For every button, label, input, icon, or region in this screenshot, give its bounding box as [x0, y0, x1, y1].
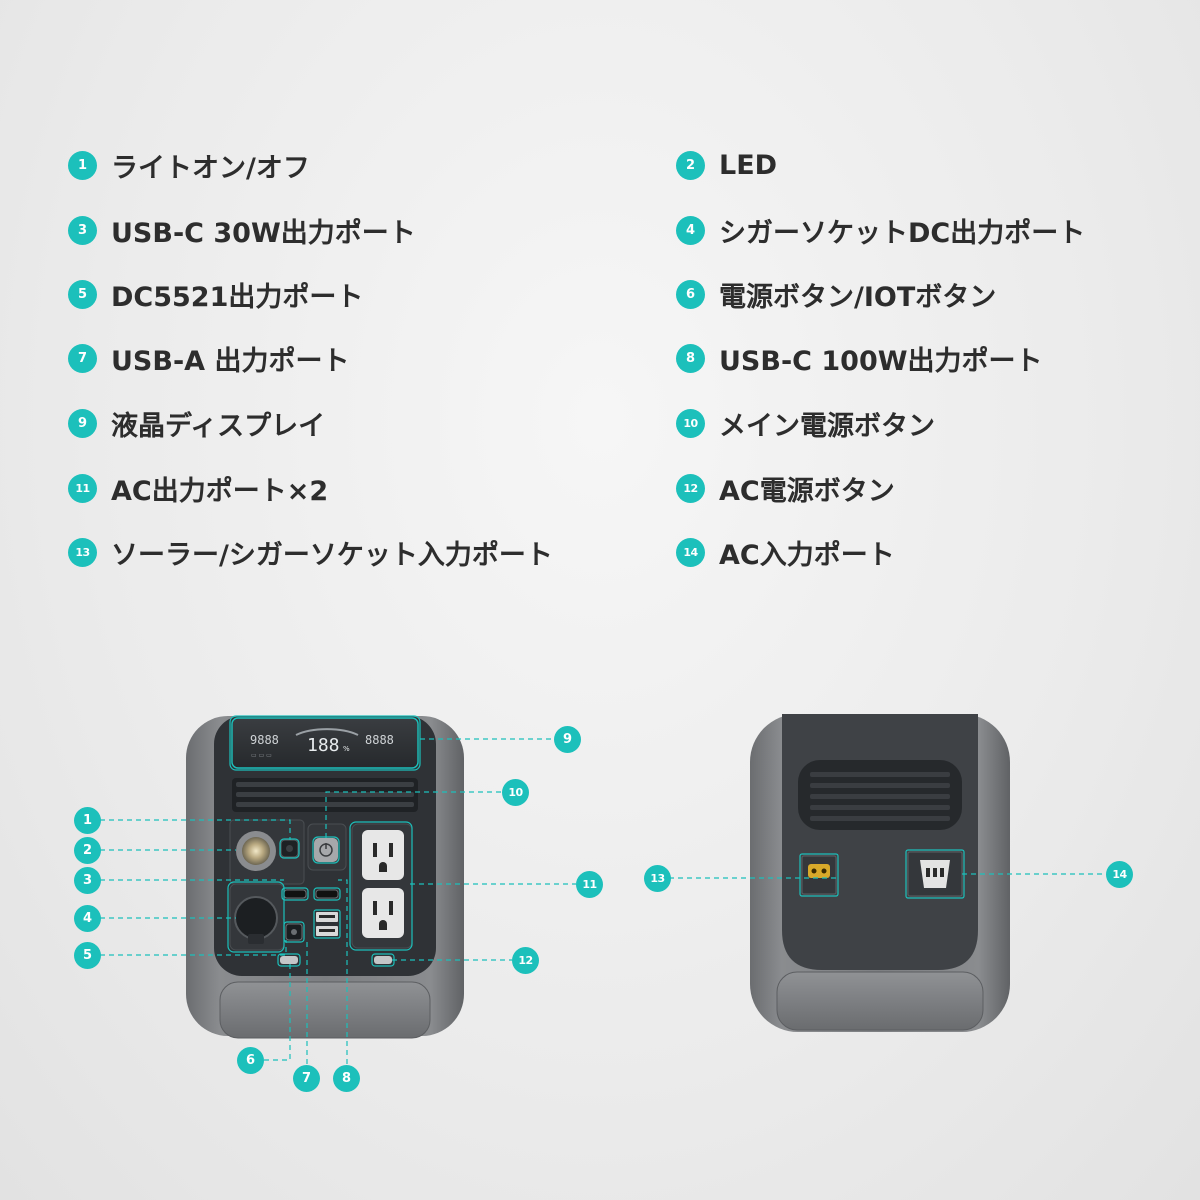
- legend-badge: 6: [676, 279, 705, 309]
- callout-11: 11: [576, 871, 603, 898]
- legend-item-7: 7 USB-A 出力ポート: [68, 338, 349, 378]
- legend-label: USB-C 100W出力ポート: [719, 345, 1043, 377]
- legend-item-6: 6 電源ボタン/IOTボタン: [676, 274, 996, 314]
- legend-label: 液晶ディスプレイ: [111, 410, 326, 442]
- front-device: 9888 ▭ ▭ ▭ 188 % 8888: [186, 716, 464, 1039]
- back-device: [750, 714, 1010, 1032]
- usb-c-30w-port: [283, 889, 307, 899]
- legend-badge: 2: [676, 150, 705, 180]
- callout-5: 5: [74, 942, 101, 969]
- legend-label: シガーソケットDC出力ポート: [719, 217, 1086, 249]
- lcd-battery-value: 188: [307, 735, 340, 756]
- ac-input-port: [907, 851, 963, 897]
- lcd-left-value: 9888: [250, 733, 279, 747]
- back-panel: [782, 714, 978, 970]
- legend-item-12: 12 AC電源ボタン: [676, 468, 895, 508]
- main-power-button: [314, 838, 338, 862]
- callout-14: 14: [1106, 861, 1133, 888]
- legend-item-1: 1 ライトオン/オフ: [68, 145, 310, 185]
- legend-badge: 14: [676, 537, 705, 567]
- ac-outlet-2: [362, 888, 404, 938]
- legend-label: 電源ボタン/IOTボタン: [719, 281, 997, 313]
- legend-item-8: 8 USB-C 100W出力ポート: [676, 338, 1043, 378]
- cigarette-socket: [234, 896, 278, 940]
- legend-label: LED: [719, 149, 778, 181]
- legend-label: ソーラー/シガーソケット入力ポート: [111, 539, 553, 571]
- callout-13: 13: [644, 865, 671, 892]
- legend-item-10: 10 メイン電源ボタン: [676, 403, 935, 443]
- legend-badge: 10: [676, 408, 705, 438]
- legend-label: メイン電源ボタン: [719, 410, 935, 442]
- legend-badge: 11: [68, 473, 97, 503]
- ac-outlet-1: [362, 830, 404, 880]
- back-vent: [798, 760, 962, 830]
- callout-12: 12: [512, 947, 539, 974]
- callout-3: 3: [74, 867, 101, 894]
- legend-badge: 5: [68, 279, 97, 309]
- callout-lines: [100, 738, 1106, 1064]
- lcd-indicators-icon: ▭ ▭ ▭: [251, 752, 272, 759]
- legend-label: DC5521出力ポート: [111, 281, 364, 313]
- legend-badge: 3: [68, 215, 97, 245]
- legend-badge: 9: [68, 408, 97, 438]
- legend-item-2: 2 LED: [676, 145, 777, 185]
- lcd-right-value: 8888: [365, 733, 394, 747]
- callout-2: 2: [74, 837, 101, 864]
- lcd-battery-unit: %: [343, 745, 350, 753]
- front-vent: [232, 778, 418, 812]
- legend-badge: 7: [68, 343, 97, 373]
- legend-item-5: 5 DC5521出力ポート: [68, 274, 363, 314]
- legend-label: AC入力ポート: [719, 539, 895, 571]
- back-base: [776, 971, 984, 1031]
- legend-label: AC出力ポート×2: [111, 475, 329, 507]
- lcd-display: 9888 ▭ ▭ ▭ 188 % 8888: [231, 717, 419, 769]
- legend-label: USB-A 出力ポート: [111, 345, 350, 377]
- callout-targets: [227, 715, 965, 967]
- legend-item-3: 3 USB-C 30W出力ポート: [68, 210, 416, 250]
- legend-item-14: 14 AC入力ポート: [676, 532, 895, 572]
- legend-item-9: 9 液晶ディスプレイ: [68, 403, 325, 443]
- legend-badge: 12: [676, 473, 705, 503]
- legend-badge: 1: [68, 150, 97, 180]
- legend-label: ライトオン/オフ: [111, 152, 310, 184]
- legend-item-4: 4 シガーソケットDC出力ポート: [676, 210, 1085, 250]
- usb-c-100w-port: [315, 889, 339, 899]
- solar-input-port: [801, 855, 837, 895]
- callout-10: 10: [502, 779, 529, 806]
- callout-8: 8: [333, 1065, 360, 1092]
- legend-item-11: 11 AC出力ポート×2: [68, 468, 328, 508]
- callout-9: 9: [554, 726, 581, 753]
- front-base: [219, 981, 431, 1039]
- legend-badge: 4: [676, 215, 705, 245]
- legend-label: USB-C 30W出力ポート: [111, 217, 416, 249]
- legend-item-13: 13 ソーラー/シガーソケット入力ポート: [68, 532, 553, 572]
- callout-1: 1: [74, 807, 101, 834]
- ac-power-button: [374, 956, 392, 964]
- legend-label: AC電源ボタン: [719, 475, 895, 507]
- legend: 1 ライトオン/オフ 2 LED 3 USB-C 30W出力ポート 4 シガーソ…: [68, 145, 1085, 572]
- callout-7: 7: [293, 1065, 320, 1092]
- legend-badge: 8: [676, 343, 705, 373]
- callout-6: 6: [237, 1047, 264, 1074]
- iot-power-button: [280, 956, 298, 964]
- callout-4: 4: [74, 905, 101, 932]
- legend-badge: 13: [68, 537, 97, 567]
